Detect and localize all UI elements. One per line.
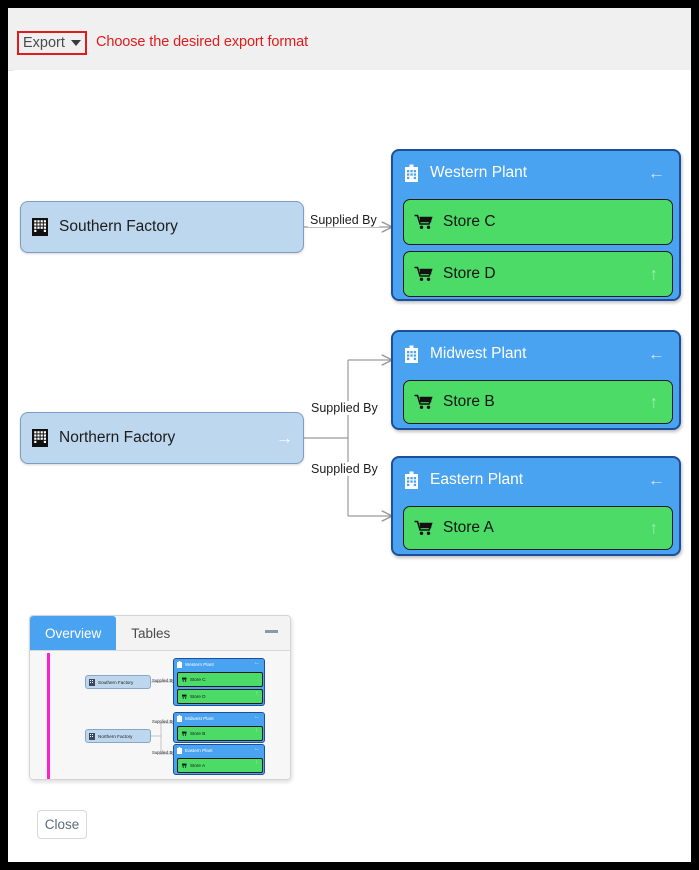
minimap-viewport-indicator[interactable] [47,653,50,779]
node-northern-factory[interactable]: Northern Factory → [20,412,304,464]
edge-label-supplied-by-3: Supplied By [309,462,380,476]
minimap-group-label-western-plant: Western Plant [185,662,214,667]
minimap-tabbar: Overview Tables [30,616,290,651]
export-button-label: Export [23,34,65,51]
group-midwest-plant[interactable]: Midwest Plant ← Store B ↑ [391,330,681,430]
store-label-store-b: Store B [443,393,495,410]
minimap-group-label-eastern-plant: Eastern Plant [185,748,213,753]
minimap-node-southern-factory[interactable]: Southern Factory [85,675,151,689]
minimap-edge-label-3: Supplied By [152,750,175,755]
minimap-node-store-a[interactable]: Store A ↑ [177,758,263,773]
app-frame: Export Choose the desired export format … [8,8,691,862]
minimap-group-header-western-plant[interactable]: Western Plant ← [174,659,264,670]
minimap-node-store-d[interactable]: Store D ↑ [177,689,263,704]
edge-label-supplied-by-1: Supplied By [308,213,379,227]
up-arrow-icon[interactable]: ↑ [255,691,258,697]
plant-building-icon [177,715,182,722]
group-eastern-plant[interactable]: Eastern Plant ← Store A ↑ [391,456,681,556]
minimap-label-northern-factory: Northern Factory [98,733,133,739]
plant-building-icon [403,164,420,183]
collapse-left-arrow-icon[interactable]: ← [648,344,665,364]
store-label-store-d: Store D [443,265,496,282]
group-header-eastern-plant[interactable]: Eastern Plant ← [393,458,679,502]
minimap-store-label-store-b: Store B [190,731,206,736]
minimap-node-northern-factory[interactable]: Northern Factory [85,729,151,743]
factory-building-icon [89,732,95,740]
close-button[interactable]: Close [37,810,87,839]
export-dropdown-button[interactable]: Export [19,33,85,53]
minimap-edge-label-1: Supplied By [152,678,175,683]
up-arrow-icon[interactable]: ↑ [649,264,659,284]
collapse-left-arrow-icon[interactable]: ← [648,470,665,490]
shopping-cart-icon [181,677,187,682]
minimap-store-label-store-c: Store C [190,677,206,682]
factory-building-icon [31,217,49,237]
shopping-cart-icon [181,694,187,699]
node-label-southern-factory: Southern Factory [59,218,178,235]
shopping-cart-icon [414,214,433,230]
up-arrow-icon[interactable]: ↑ [255,760,258,766]
shopping-cart-icon [181,763,187,768]
up-arrow-icon[interactable]: ↑ [255,728,258,734]
factory-building-icon [89,678,95,686]
tab-overview[interactable]: Overview [30,616,117,650]
minimap-edge-label-2: Supplied By [152,719,175,724]
group-western-plant[interactable]: Western Plant ← Store C [391,149,681,301]
minimap-store-label-store-d: Store D [190,694,206,699]
minimap-store-label-store-a: Store A [190,763,206,768]
chevron-down-icon [70,40,81,46]
expand-right-arrow-icon[interactable]: → [276,428,293,448]
edge-label-supplied-by-2: Supplied By [309,401,380,415]
minimap-label-southern-factory: Southern Factory [98,679,134,685]
tab-tables[interactable]: Tables [131,625,171,641]
group-label-western-plant: Western Plant [430,164,528,181]
store-label-store-a: Store A [443,519,494,536]
shopping-cart-icon [181,731,187,736]
group-label-eastern-plant: Eastern Plant [430,471,524,488]
minimap-body[interactable]: Southern Factory Northern Factory Suppli… [30,651,290,779]
factory-building-icon [31,428,49,448]
node-store-d[interactable]: Store D ↑ [403,251,673,297]
minimap-panel[interactable]: Overview Tables Southe [29,615,291,780]
shopping-cart-icon [414,394,433,410]
export-highlight-box [17,31,87,55]
plant-building-icon [403,471,420,490]
minimap-group-eastern-plant[interactable]: Eastern Plant ← Store A ↑ [173,744,265,775]
plant-building-icon [177,747,182,754]
collapse-left-arrow-icon[interactable]: ← [254,714,260,720]
plant-building-icon [177,661,182,668]
group-label-midwest-plant: Midwest Plant [430,345,527,362]
minimap-group-label-midwest-plant: Midwest Plant [185,716,214,721]
group-header-western-plant[interactable]: Western Plant ← [393,151,679,195]
node-southern-factory[interactable]: Southern Factory [20,201,304,253]
plant-building-icon [403,345,420,364]
minimap-group-western-plant[interactable]: Western Plant ← Store C Store D ↑ [173,658,265,706]
minimap-node-store-c[interactable]: Store C [177,672,263,687]
up-arrow-icon[interactable]: ↑ [649,392,659,412]
minimap-group-header-midwest-plant[interactable]: Midwest Plant ← [174,713,264,724]
collapse-left-arrow-icon[interactable]: ← [254,660,260,666]
group-header-midwest-plant[interactable]: Midwest Plant ← [393,332,679,376]
node-store-c[interactable]: Store C [403,199,673,245]
store-label-store-c: Store C [443,213,496,230]
diagram-canvas[interactable]: Supplied By Supplied By Supplied By [8,70,691,862]
minimap-edge-layer [151,681,173,755]
minimap-node-store-b[interactable]: Store B ↑ [177,726,263,741]
node-store-a[interactable]: Store A ↑ [403,506,673,550]
collapse-left-arrow-icon[interactable]: ← [648,163,665,183]
toolbar: Export Choose the desired export format [8,8,691,71]
minimize-icon[interactable] [265,630,278,633]
node-store-b[interactable]: Store B ↑ [403,380,673,424]
minimap-group-midwest-plant[interactable]: Midwest Plant ← Store B ↑ [173,712,265,743]
shopping-cart-icon [414,520,433,536]
collapse-left-arrow-icon[interactable]: ← [254,746,260,752]
node-label-northern-factory: Northern Factory [59,429,176,446]
up-arrow-icon[interactable]: ↑ [649,518,659,538]
minimap-group-header-eastern-plant[interactable]: Eastern Plant ← [174,745,264,756]
export-hint-text: Choose the desired export format [96,34,308,50]
shopping-cart-icon [414,266,433,282]
